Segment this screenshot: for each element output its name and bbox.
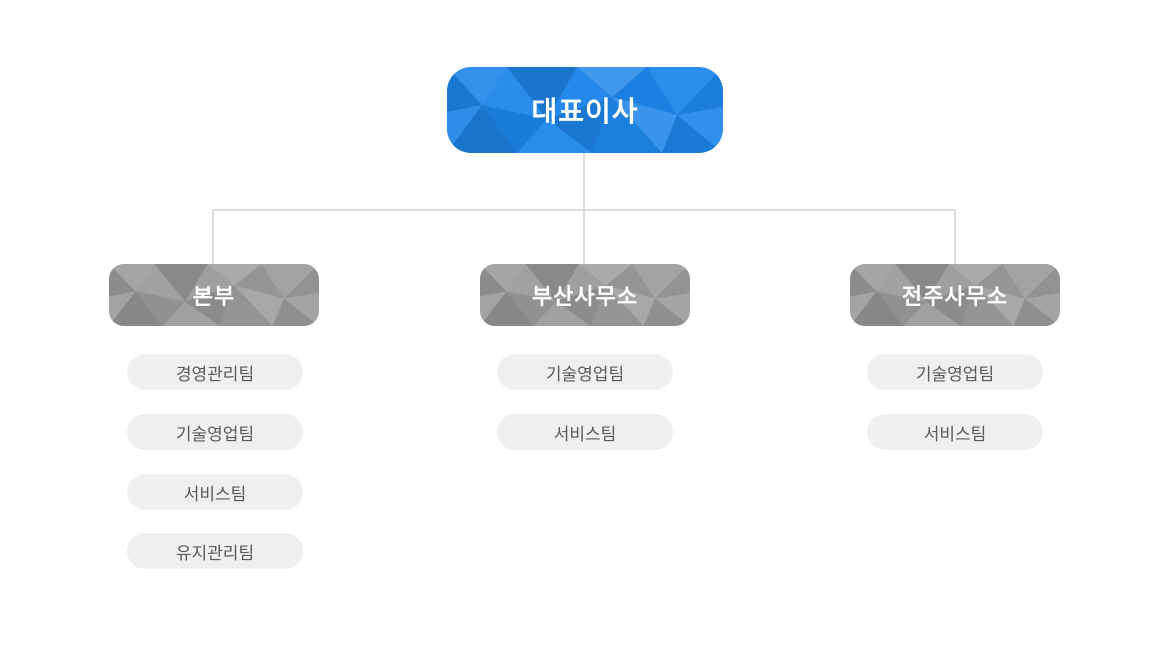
root-node-label: 대표이사: [531, 96, 639, 127]
org-node-jeonju-office: 전주사무소: [850, 264, 1060, 326]
branch-node-label: 전주사무소: [901, 284, 1009, 309]
team-pill: 경영관리팀: [127, 354, 303, 390]
connector-drop-right: [954, 209, 956, 265]
org-node-root: 대표이사: [447, 67, 723, 153]
team-pill: 기술영업팀: [867, 354, 1043, 390]
org-node-headquarters: 본부: [109, 264, 319, 326]
team-pill: 기술영업팀: [127, 414, 303, 450]
branch-node-label: 본부: [192, 284, 236, 309]
team-pill: 서비스팀: [867, 414, 1043, 450]
connector-drop-left: [212, 209, 214, 265]
team-pill: 유지관리팀: [127, 533, 303, 569]
team-pill: 서비스팀: [497, 414, 673, 450]
org-node-busan-office: 부산사무소: [480, 264, 690, 326]
connector-drop-center: [583, 209, 585, 265]
team-pill: 서비스팀: [127, 474, 303, 510]
connector-root-stem: [583, 153, 585, 210]
branch-node-label: 부산사무소: [531, 284, 639, 309]
team-pill: 기술영업팀: [497, 354, 673, 390]
